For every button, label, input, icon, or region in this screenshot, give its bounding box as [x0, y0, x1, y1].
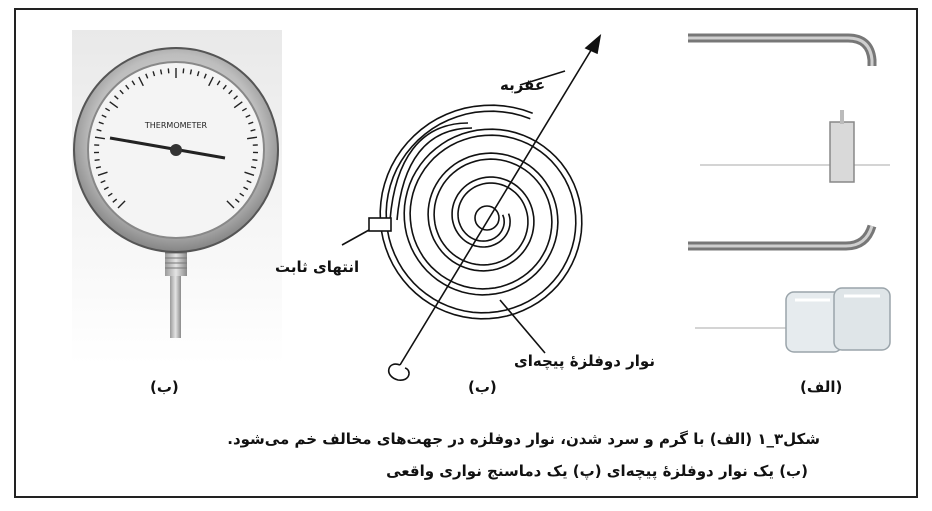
caption-line-1: شکل۳_۱ (الف) با گرم و سرد شدن، نوار دوفل… — [227, 430, 820, 448]
panel-label-right: (الف) — [800, 378, 842, 396]
dial-tick — [168, 68, 169, 73]
coil-label: نوار دوفلزهٔ پیچه‌ای — [514, 352, 655, 370]
coil-diagram — [342, 36, 600, 380]
fixed-end-label: انتهای ثابت — [275, 258, 359, 276]
dial-brand-text: THERMOMETER — [144, 121, 208, 130]
dial-tick — [161, 70, 162, 75]
dial-tick — [190, 70, 191, 75]
panel-label-middle: (ب) — [468, 378, 497, 396]
dial-tick — [183, 68, 184, 73]
dial-tick — [95, 160, 100, 161]
dial-thermometer: THERMOMETER — [72, 30, 282, 365]
dial-tick — [252, 160, 257, 161]
bimetal-strips — [688, 38, 890, 352]
needle-label: عقربه — [500, 76, 545, 94]
caption-line-2: (ب) یک نوار دوفلزهٔ پیچه‌ای (پ) یک دماسن… — [386, 462, 808, 480]
panel-label-left: (ب) — [150, 378, 179, 396]
